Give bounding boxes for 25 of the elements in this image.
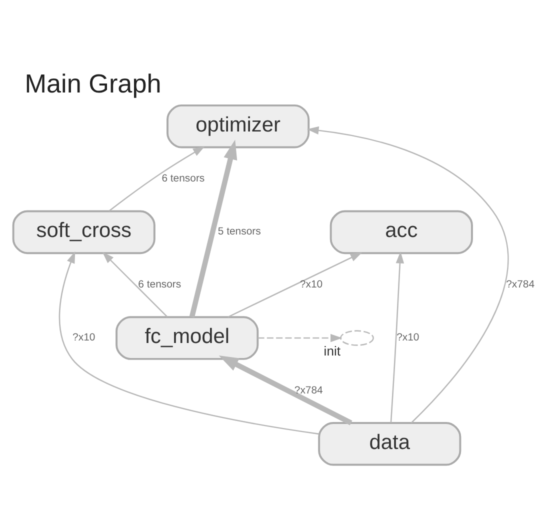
arrow <box>218 355 352 426</box>
edge-label: ?x10 <box>72 332 96 344</box>
edge-label: 6 tensors <box>138 280 182 291</box>
edge-label: ?x10 <box>396 332 420 344</box>
node-box: acc <box>330 210 473 254</box>
edge-label: 5 tensors <box>218 226 261 238</box>
arrow <box>189 140 238 318</box>
edge-label: 6 tensors <box>162 174 205 185</box>
arrow <box>306 126 508 424</box>
node-ellipse <box>340 330 374 346</box>
node-box: fc_model <box>116 316 259 360</box>
arrow <box>228 252 362 318</box>
arrow <box>258 334 342 342</box>
arrow <box>108 146 205 212</box>
arrow <box>390 252 404 423</box>
node-box: data <box>318 422 462 466</box>
edge-label: ?x784 <box>506 280 535 291</box>
diagram-title: Main Graph <box>24 68 162 98</box>
edge-label: ?x10 <box>300 280 323 291</box>
node-box: soft_cross <box>12 210 156 254</box>
edge-label: ?x784 <box>294 385 323 396</box>
node-box: optimizer <box>166 104 310 148</box>
arrow <box>102 252 168 318</box>
node-label: init <box>324 344 340 359</box>
arrow <box>58 251 319 435</box>
